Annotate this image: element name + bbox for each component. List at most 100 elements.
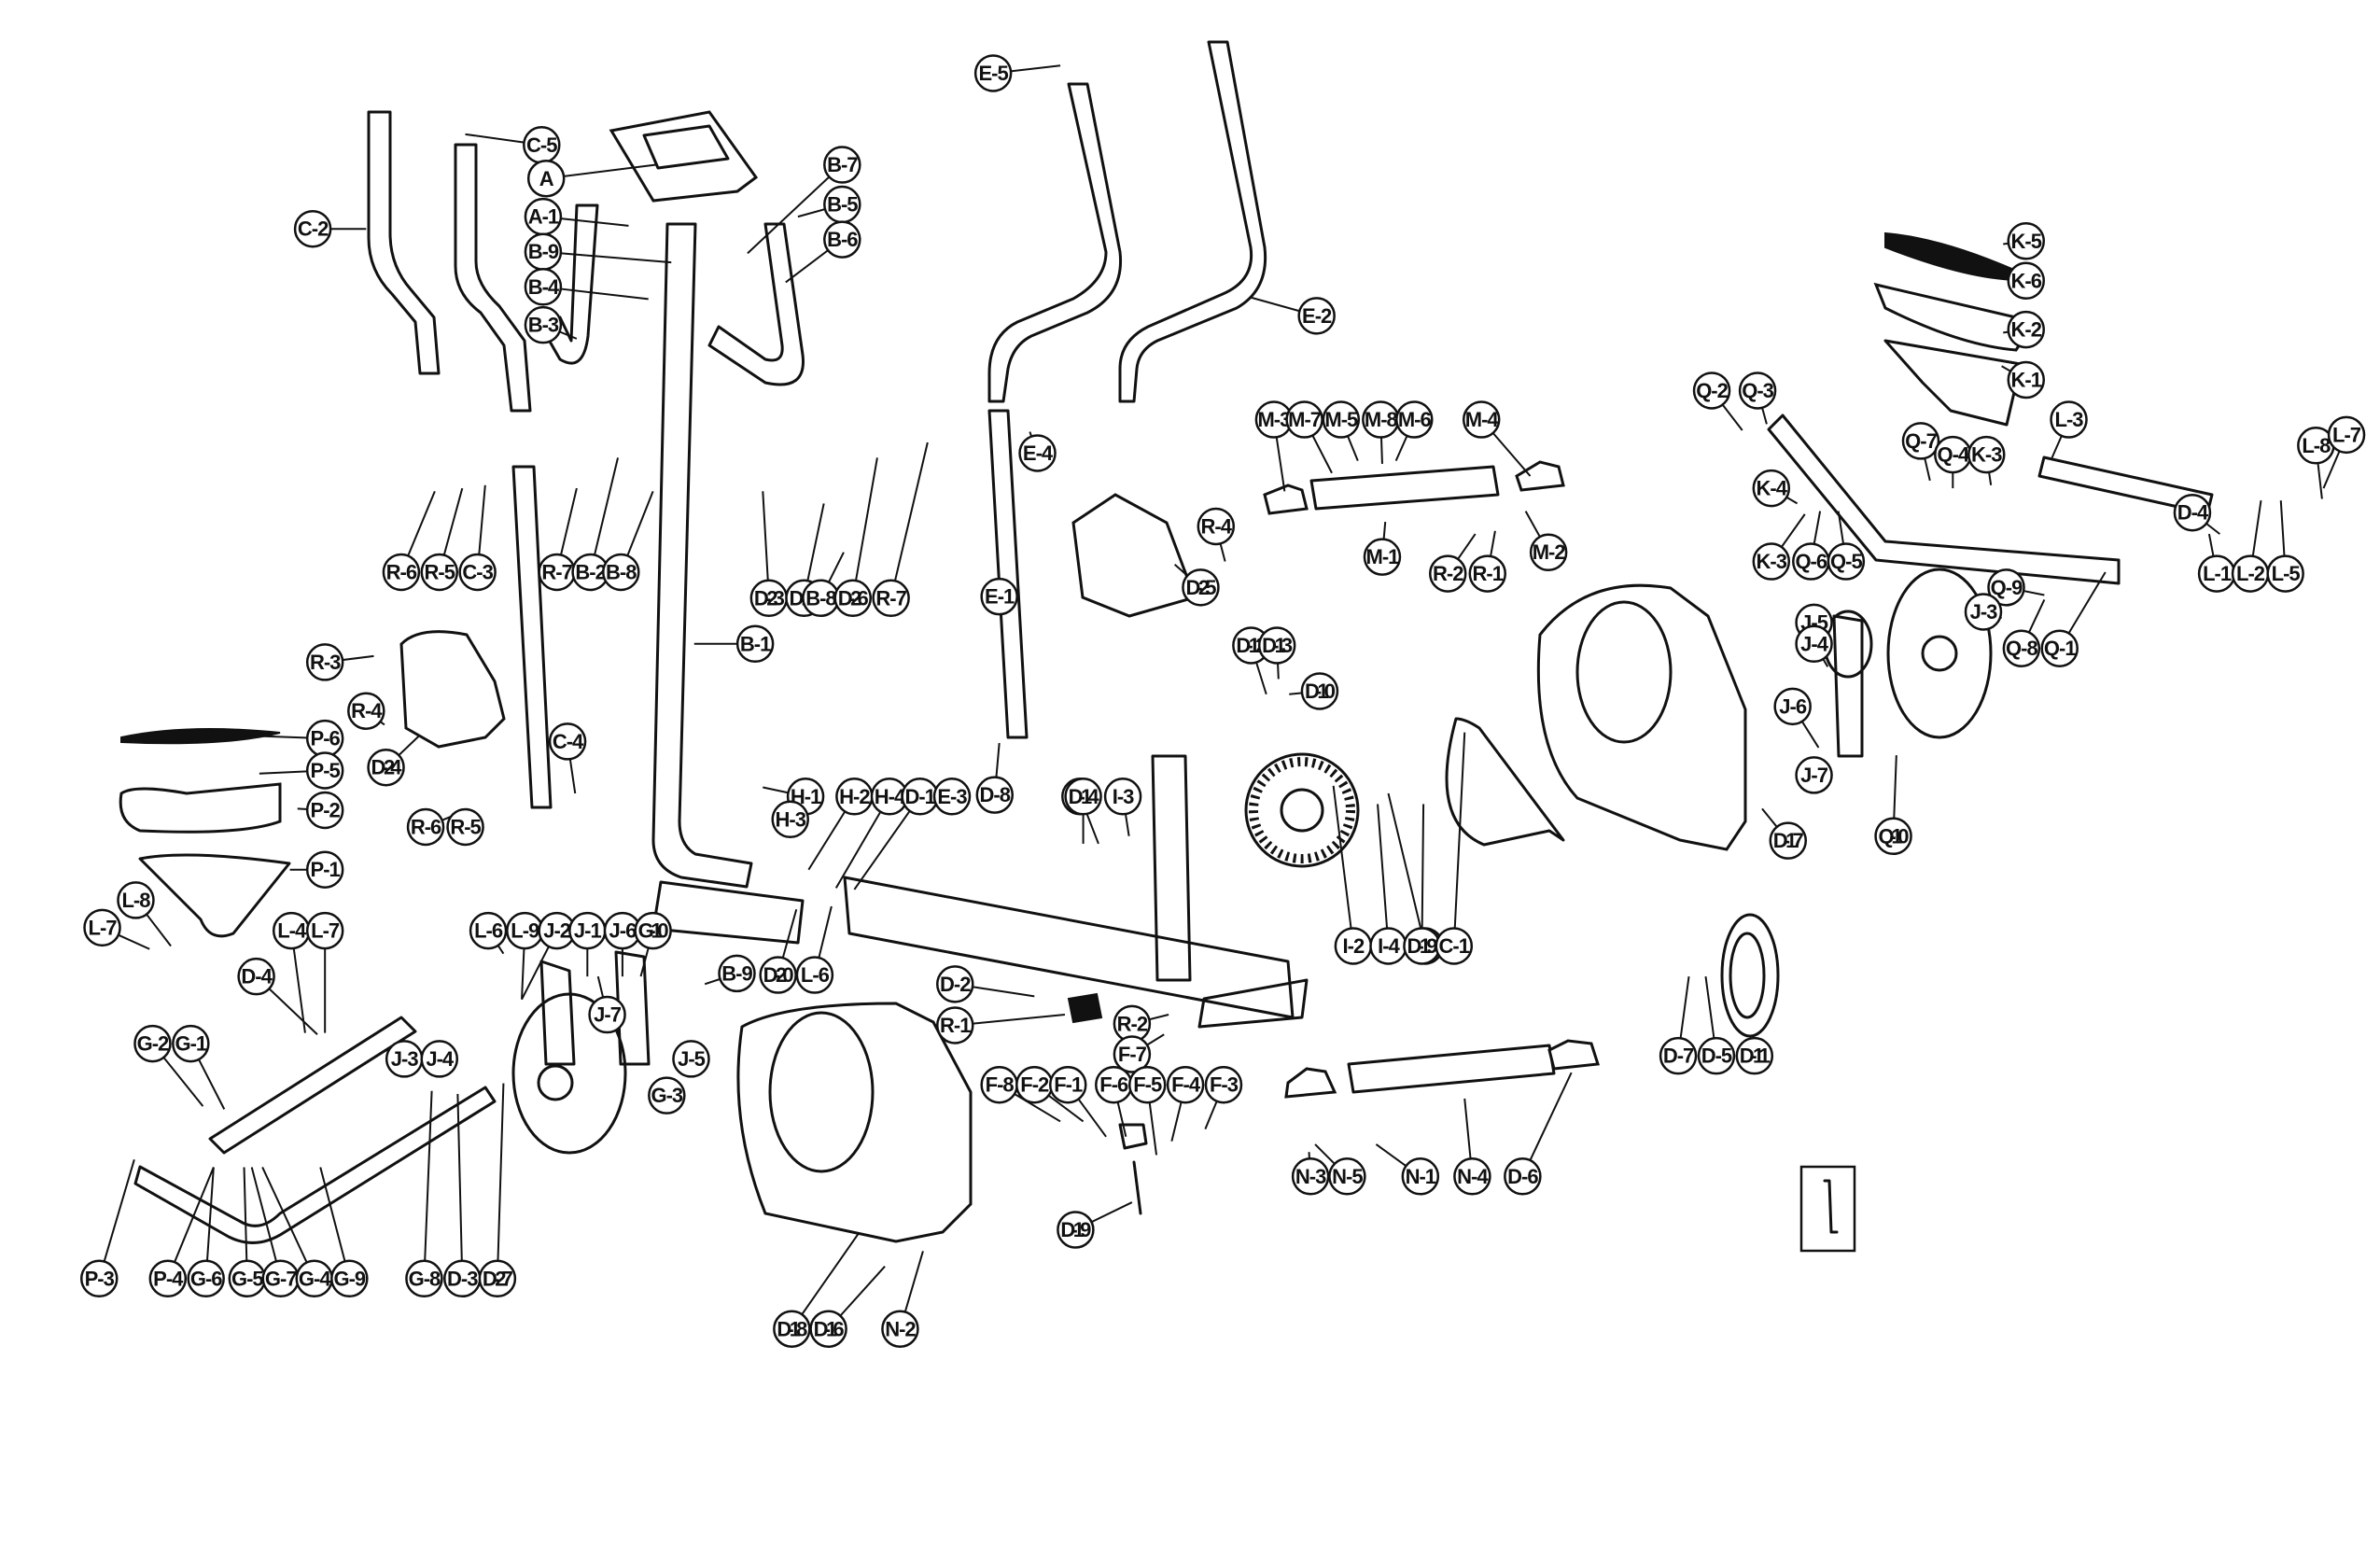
callout-d-19[interactable]: D-19 [1057, 1211, 1095, 1249]
callout-p-6[interactable]: P-6 [305, 719, 344, 758]
callout-k-6[interactable]: K-6 [2007, 261, 2046, 301]
callout-d-23[interactable]: D-23 [749, 579, 789, 618]
callout-m-4[interactable]: M-4 [1462, 400, 1501, 439]
callout-d-27[interactable]: D-27 [478, 1259, 517, 1298]
callout-i-3[interactable]: I-3 [1103, 778, 1142, 816]
callout-d-14[interactable]: D-14 [1064, 778, 1102, 816]
callout-d-13[interactable]: D-13 [1257, 626, 1296, 665]
callout-f-8[interactable]: F-8 [980, 1065, 1018, 1104]
callout-d-19[interactable]: D-19 [1403, 927, 1441, 965]
callout-k-2[interactable]: K-2 [2007, 310, 2046, 349]
callout-e-4[interactable]: E-4 [1018, 434, 1057, 472]
callout-d-17[interactable]: D-17 [1769, 821, 1808, 860]
callout-n-5[interactable]: N-5 [1328, 1157, 1366, 1196]
callout-c-4[interactable]: C-4 [548, 722, 587, 761]
callout-d-10[interactable]: D-10 [1300, 672, 1339, 710]
callout-q-4[interactable]: Q-4 [1934, 435, 1972, 474]
callout-b-3[interactable]: B-3 [524, 305, 563, 344]
callout-m-7[interactable]: M-7 [1285, 400, 1323, 439]
callout-r-7[interactable]: R-7 [872, 579, 910, 618]
callout-d-3[interactable]: D-3 [443, 1259, 482, 1298]
callout-r-6[interactable]: R-6 [382, 553, 421, 592]
callout-q-10[interactable]: Q-10 [1874, 817, 1912, 856]
callout-m-5[interactable]: M-5 [1322, 400, 1361, 439]
callout-p-1[interactable]: P-1 [305, 850, 344, 889]
callout-b-1[interactable]: B-1 [735, 624, 775, 664]
callout-c-2[interactable]: C-2 [293, 209, 332, 248]
callout-b-9[interactable]: B-9 [524, 232, 563, 271]
callout-q-8[interactable]: Q-8 [2002, 629, 2041, 667]
callout-n-4[interactable]: N-4 [1453, 1157, 1491, 1196]
callout-j-1[interactable]: J-1 [568, 911, 607, 950]
callout-e-1[interactable]: E-1 [980, 577, 1018, 616]
callout-r-1[interactable]: R-1 [1468, 554, 1506, 593]
callout-j-6[interactable]: J-6 [603, 911, 642, 950]
callout-l-4[interactable]: L-4 [272, 911, 311, 950]
callout-p-5[interactable]: P-5 [305, 751, 344, 790]
callout-l-3[interactable]: L-3 [2050, 400, 2088, 439]
callout-i-4[interactable]: I-4 [1369, 927, 1407, 965]
callout-j-3[interactable]: J-3 [385, 1040, 424, 1078]
callout-f-4[interactable]: F-4 [1166, 1065, 1205, 1104]
callout-j-2[interactable]: J-2 [538, 911, 576, 950]
callout-d-6[interactable]: D-6 [1504, 1157, 1542, 1196]
callout-d-26[interactable]: D-26 [833, 579, 872, 618]
callout-r-2[interactable]: R-2 [1429, 554, 1467, 593]
callout-d-4[interactable]: D-4 [237, 957, 275, 996]
callout-b-8[interactable]: B-8 [602, 553, 640, 592]
callout-d-5[interactable]: D-5 [1697, 1036, 1736, 1075]
callout-g-9[interactable]: G-9 [330, 1259, 369, 1298]
callout-b-7[interactable]: B-7 [823, 146, 861, 184]
callout-j-7[interactable]: J-7 [1795, 756, 1833, 794]
callout-b-5[interactable]: B-5 [823, 185, 861, 224]
callout-c-5[interactable]: C-5 [523, 126, 561, 164]
callout-l-2[interactable]: L-2 [2231, 554, 2270, 593]
callout-d-2[interactable]: D-2 [936, 965, 974, 1003]
callout-e-2[interactable]: E-2 [1297, 297, 1336, 335]
callout-a-1[interactable]: A-1 [524, 197, 563, 236]
callout-k-3[interactable]: K-3 [1752, 542, 1791, 581]
callout-d-7[interactable]: D-7 [1659, 1036, 1698, 1075]
callout-l-1[interactable]: L-1 [2197, 554, 2236, 593]
callout-g-8[interactable]: G-8 [405, 1259, 443, 1298]
callout-j-4[interactable]: J-4 [420, 1040, 459, 1078]
callout-r-4[interactable]: R-4 [347, 692, 385, 730]
callout-b-9[interactable]: B-9 [718, 954, 756, 993]
callout-d-18[interactable]: D-18 [773, 1310, 811, 1348]
callout-d-16[interactable]: D-16 [809, 1310, 847, 1348]
callout-r-6[interactable]: R-6 [406, 807, 445, 847]
callout-r-5[interactable]: R-5 [446, 807, 484, 847]
callout-b-8[interactable]: B-8 [802, 579, 840, 618]
callout-q-2[interactable]: Q-2 [1692, 371, 1731, 410]
callout-c-1[interactable]: C-1 [1435, 927, 1474, 965]
callout-k-5[interactable]: K-5 [2007, 222, 2046, 260]
callout-g-6[interactable]: G-6 [187, 1259, 225, 1298]
callout-n-2[interactable]: N-2 [881, 1310, 919, 1348]
callout-l-8[interactable]: L-8 [117, 881, 155, 919]
callout-l-5[interactable]: L-5 [2266, 554, 2304, 593]
callout-h-3[interactable]: H-3 [771, 800, 809, 839]
callout-l-6[interactable]: L-6 [469, 911, 508, 950]
callout-e-5[interactable]: E-5 [973, 54, 1013, 92]
callout-q-6[interactable]: Q-6 [1792, 542, 1830, 581]
callout-r-5[interactable]: R-5 [420, 553, 459, 592]
callout-m-8[interactable]: M-8 [1362, 400, 1400, 439]
callout-b-4[interactable]: B-4 [524, 268, 563, 306]
callout-k-4[interactable]: K-4 [1752, 469, 1791, 508]
callout-q-1[interactable]: Q-1 [2040, 629, 2079, 667]
callout-c-3[interactable]: C-3 [458, 553, 497, 592]
callout-l-7[interactable]: L-7 [2327, 415, 2366, 455]
callout-f-6[interactable]: F-6 [1095, 1065, 1133, 1104]
callout-d-24[interactable]: D-24 [367, 748, 405, 787]
callout-g-7[interactable]: G-7 [261, 1259, 301, 1298]
callout-h-2[interactable]: H-2 [835, 778, 874, 816]
callout-d-11[interactable]: D-11 [1735, 1036, 1774, 1075]
callout-d-1[interactable]: D-1 [901, 778, 939, 816]
callout-d-4[interactable]: D-4 [2173, 493, 2212, 532]
callout-m-2[interactable]: M-2 [1529, 533, 1568, 571]
callout-f-1[interactable]: F-1 [1048, 1065, 1087, 1104]
callout-q-3[interactable]: Q-3 [1738, 371, 1777, 410]
callout-j-4[interactable]: J-4 [1795, 624, 1833, 664]
callout-k-1[interactable]: K-1 [2007, 360, 2046, 400]
callout-d-8[interactable]: D-8 [975, 776, 1015, 814]
